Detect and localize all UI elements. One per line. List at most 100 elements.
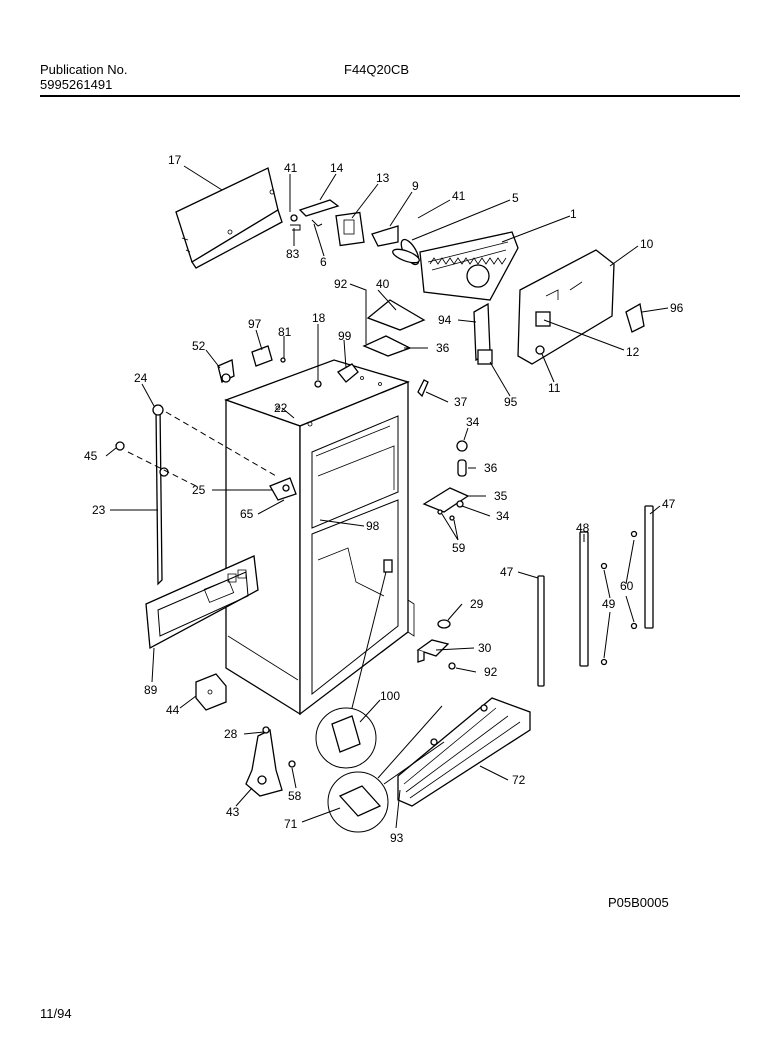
publication-number: 5995261491 <box>40 77 113 92</box>
assembly-guide-2 <box>127 451 197 487</box>
callout-65: 65 <box>240 507 254 521</box>
callout-40: 40 <box>376 277 390 291</box>
callout-45: 45 <box>84 449 98 463</box>
hinge-rod-23-24 <box>152 404 169 586</box>
callout-37: 37 <box>454 395 468 409</box>
clip-96 <box>625 302 645 333</box>
callout-98: 98 <box>366 519 380 533</box>
callout-36: 36 <box>436 341 450 355</box>
detail-circle-71 <box>327 771 389 833</box>
issue-date: 11/94 <box>40 1006 72 1021</box>
screw-60b <box>630 622 638 630</box>
screw-45 <box>115 441 125 451</box>
rear-panel-10 <box>517 249 615 365</box>
bracket-40 <box>366 299 426 331</box>
detail-part-100 <box>331 715 361 753</box>
callout-9: 9 <box>412 179 419 193</box>
evaporator-cover-1 <box>419 231 519 301</box>
callout-24: 24 <box>134 371 148 385</box>
callout-43: 43 <box>226 805 240 819</box>
strip-47-right <box>644 505 654 629</box>
strip-47-left <box>537 575 545 687</box>
detail-part-71 <box>338 785 382 817</box>
callout-99: 99 <box>338 329 352 343</box>
callout-47: 47 <box>662 497 676 511</box>
part-98-bracket <box>383 559 393 573</box>
bracket-29-30 <box>416 619 456 670</box>
callout-35: 35 <box>494 489 508 503</box>
callout-48: 48 <box>576 521 590 535</box>
screw-60a <box>630 530 638 538</box>
bracket-14 <box>298 199 340 227</box>
callout-23: 23 <box>92 503 106 517</box>
callout-34: 34 <box>496 509 510 523</box>
callout-72: 72 <box>512 773 526 787</box>
callout-11: 11 <box>548 381 561 395</box>
part-99 <box>337 363 359 383</box>
fan-motor-13 <box>335 211 365 247</box>
hinge-assembly-34-36-35 <box>422 440 470 521</box>
callout-34: 34 <box>466 415 480 429</box>
hinge-97 <box>251 345 286 367</box>
callout-95: 95 <box>504 395 518 409</box>
callout-13: 13 <box>376 171 390 185</box>
strip-48 <box>579 531 589 667</box>
assembly-guide-1 <box>165 411 277 477</box>
callout-92: 92 <box>334 277 348 291</box>
callout-30: 30 <box>478 641 492 655</box>
callout-12: 12 <box>626 345 640 359</box>
callout-92: 92 <box>484 665 498 679</box>
callout-83: 83 <box>286 247 300 261</box>
callout-41: 41 <box>284 161 298 175</box>
callout-14: 14 <box>330 161 344 175</box>
callout-25: 25 <box>192 483 206 497</box>
header-rule <box>40 95 740 97</box>
callout-36: 36 <box>484 461 498 475</box>
callout-41: 41 <box>452 189 466 203</box>
screw-18 <box>314 380 322 388</box>
callout-6: 6 <box>320 255 327 269</box>
callout-22: 22 <box>274 401 288 415</box>
callout-1: 1 <box>570 207 577 221</box>
callout-52: 52 <box>192 339 206 353</box>
clip-37 <box>417 379 429 398</box>
bracket-36 <box>362 335 412 357</box>
callout-5: 5 <box>512 191 519 205</box>
screw-49b <box>600 658 608 666</box>
callout-96: 96 <box>670 301 684 315</box>
callout-29: 29 <box>470 597 484 611</box>
part-52 <box>217 359 235 383</box>
callout-60: 60 <box>620 579 634 593</box>
publication-label: Publication No. <box>40 62 128 77</box>
callout-labels: 17 41 14 13 9 41 5 1 10 83 6 92 40 94 96… <box>84 153 684 845</box>
callout-28: 28 <box>224 727 238 741</box>
detail-leader-100 <box>351 571 387 709</box>
callout-47: 47 <box>500 565 514 579</box>
callout-81: 81 <box>278 325 292 339</box>
callout-18: 18 <box>312 311 326 325</box>
callout-17: 17 <box>168 153 182 167</box>
callout-97: 97 <box>248 317 262 331</box>
callout-89: 89 <box>144 683 158 697</box>
panel-17 <box>175 167 283 269</box>
detail-circle-100 <box>315 707 377 769</box>
callout-94: 94 <box>438 313 452 327</box>
part-44 <box>195 673 227 711</box>
control-panel-89 <box>145 555 259 650</box>
callout-71: 71 <box>284 817 298 831</box>
callout-93: 93 <box>390 831 404 845</box>
detail-leaders-71 <box>377 705 445 785</box>
callout-59: 59 <box>452 541 466 555</box>
callout-44: 44 <box>166 703 180 717</box>
hinge-25-65 <box>269 477 297 501</box>
screw-49a <box>600 562 608 570</box>
screw-83 <box>290 214 301 231</box>
cabinet-liner <box>224 359 415 716</box>
callout-100: 100 <box>380 689 400 703</box>
bracket-94-95 <box>473 302 493 365</box>
callout-10: 10 <box>640 237 654 251</box>
callout-58: 58 <box>288 789 302 803</box>
lower-hinge-43 <box>245 726 296 797</box>
grille-72 <box>397 697 531 807</box>
